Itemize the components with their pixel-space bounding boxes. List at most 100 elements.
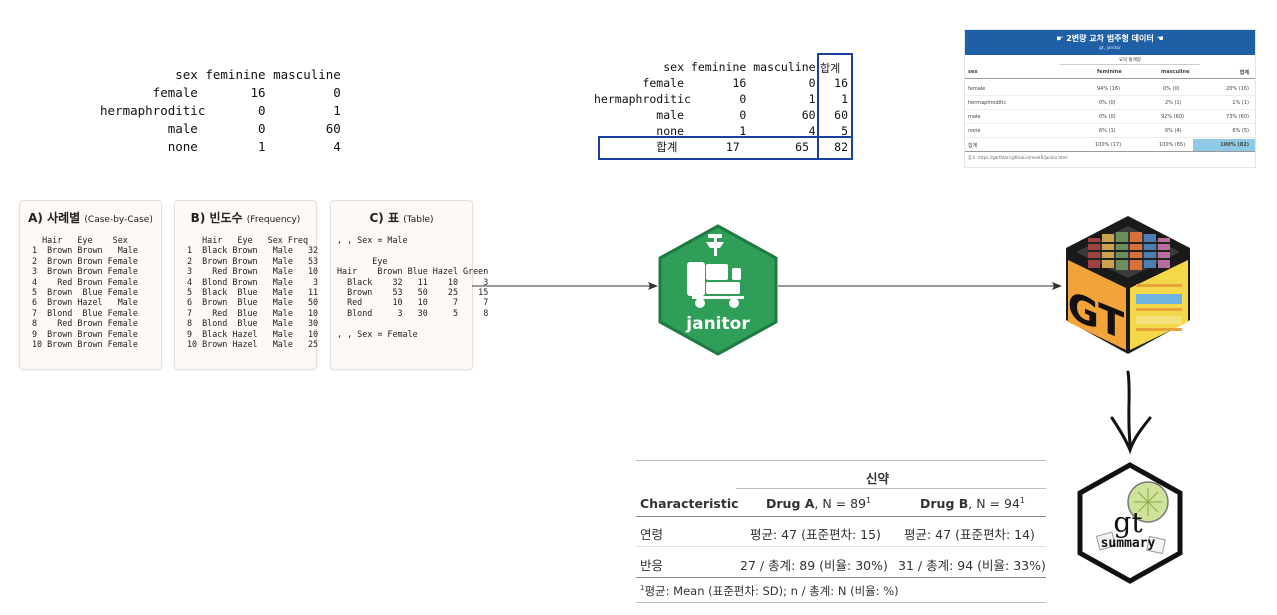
total-row: 합계 17 65 (594, 140, 810, 154)
gt-col: sex (968, 69, 978, 75)
card-body: Hair Eye Sex Freq 1 Black Brown Male 32 … (187, 235, 319, 350)
total-row-highlight (598, 136, 853, 160)
janitor-label: janitor (685, 314, 750, 334)
gt-cell: 73% (60) (1226, 114, 1249, 120)
spanner-label: 신약 (866, 471, 890, 486)
row-total: 1 (841, 92, 848, 106)
gt-cell: 94% (16) (1097, 86, 1120, 92)
gtsummary-label-bottom: summary (1101, 536, 1156, 551)
footnote-mark: 1 (1019, 496, 1025, 505)
col-characteristic: Characteristic (640, 496, 739, 511)
crosstab-row: none 1 4 (594, 124, 816, 138)
col-drug-b-name: Drug B (920, 496, 969, 512)
footnote-text: 평균: Mean (표준편차: SD); n / 총계: N (비율: %) (644, 584, 899, 598)
gt-cell: 0% (0) (1099, 114, 1116, 120)
card-subtitle: (Table) (403, 215, 434, 225)
col-drug-a: Drug A, N = 891 (766, 496, 871, 511)
row-value: 평균: 47 (표준편차: 14) (904, 527, 1035, 542)
gt-cell: male (968, 114, 981, 120)
gt-cell: 20% (16) (1226, 86, 1249, 92)
crosstab-row: female 16 0 (100, 85, 341, 100)
card-title-text: C) 표 (369, 211, 400, 225)
gt-cell: 0% (0) (1163, 86, 1180, 92)
gt-spanner: 요약 통계량 (1060, 57, 1200, 65)
ice-cube-icon (1095, 531, 1117, 551)
card-title: C) 표 (Table) (331, 209, 472, 226)
janitor-logo: janitor (658, 224, 778, 356)
row-label: 연령 (640, 527, 664, 542)
card-frequency: B) 빈도수 (Frequency) Hair Eye Sex Freq 1 B… (174, 200, 319, 370)
footnote-mark: 1 (640, 584, 645, 593)
col-drug-b: Drug B, N = 941 (920, 496, 1025, 511)
gt-cell: 100% (65) (1159, 142, 1186, 148)
gt-cell: 6% (5) (1232, 128, 1249, 134)
crosstab-row: male 0 60 (100, 121, 341, 136)
gt-cell: 6% (1) (1099, 128, 1116, 134)
gt-row: none 6% (1) 6% (4) 6% (5) (965, 125, 1255, 138)
col-drug-a-n: , N = 89 (814, 496, 867, 512)
crosstab-header: sex feminine masculine (594, 60, 816, 74)
gt-right-grid (1136, 284, 1182, 331)
gt-source-note: 참고: https://garthtarr.github.io/meatR/ja… (968, 155, 1068, 160)
card-title: B) 빈도수 (Frequency) (175, 209, 316, 226)
gt-cell: 0% (0) (1099, 100, 1116, 106)
gt-highlight-cell: 100% (82) (1193, 139, 1255, 151)
gt-title: ☛ 2변량 교차 범주형 데이터 ☚ (1056, 34, 1164, 43)
crosstab-row: hermaphroditic 0 1 (100, 103, 341, 118)
table-footnote: 1평균: Mean (표준편차: SD); n / 총계: N (비율: %) (640, 583, 899, 599)
gt-cell: 1% (1) (1232, 100, 1249, 106)
crosstab-row: none 1 4 (100, 139, 341, 154)
row-label: 반응 (640, 558, 664, 573)
gtsummary-logo: gt summary (1077, 462, 1183, 584)
gt-subtitle: gt, janitor (1099, 46, 1121, 51)
gt-output-preview: ☛ 2변량 교차 범주형 데이터 ☚ gt, janitor 요약 통계량 se… (964, 29, 1256, 168)
gt-cell: female (968, 86, 986, 92)
ice-cube-icon (1146, 535, 1166, 555)
total-column-header: 합계 (820, 62, 841, 75)
crosstab-row: male 0 60 (594, 108, 816, 122)
gt-col: 합계 (1239, 70, 1249, 76)
grand-total: 82 (834, 140, 848, 154)
gt-row: female 94% (16) 0% (0) 20% (16) (965, 83, 1255, 96)
gt-col: masculine (1161, 69, 1190, 75)
gt-cell: 92% (60) (1161, 114, 1184, 120)
card-case-by-case: A) 사례별 (Case-by-Case) Hair Eye Sex 1 Bro… (19, 200, 162, 370)
card-title-text: A) 사례별 (28, 211, 81, 225)
card-subtitle: (Case-by-Case) (84, 215, 153, 225)
crosstab-plain: sex feminine masculine female 16 0 herma… (100, 66, 341, 156)
crosstab-row: female 16 0 (594, 76, 816, 90)
arrowhead (648, 282, 658, 290)
row-value: 평균: 47 (표준편차: 15) (750, 527, 881, 542)
gt-cell: 6% (4) (1165, 128, 1182, 134)
crosstab-with-totals: sex feminine masculine 합계 female 16 0 he… (594, 59, 854, 157)
arrow-to-gtsummary (1126, 370, 1132, 446)
gt-cell: 2% (1) (1165, 100, 1182, 106)
gt-row: hermaphroditic 0% (0) 2% (1) 1% (1) (965, 97, 1255, 110)
gtsummary-label-top: gt (1113, 506, 1143, 539)
row-value: 27 / 총계: 89 (비율: 30%) (740, 558, 888, 573)
col-drug-a-name: Drug A (766, 496, 815, 512)
janitor-cart-icon (687, 234, 744, 308)
crosstab-row: sex feminine masculine (100, 67, 341, 82)
card-title: A) 사례별 (Case-by-Case) (20, 209, 161, 226)
gt-cell: hermaphroditic (968, 100, 1007, 106)
gt-header: ☛ 2변량 교차 범주형 데이터 ☚ gt, janitor (965, 30, 1255, 55)
card-body: Hair Eye Sex 1 Brown Brown Male 2 Brown … (32, 235, 138, 350)
card-body: , , Sex = Male Eye Hair Brown Blue Hazel… (337, 235, 489, 339)
gt-cell: 100% (82) (1220, 142, 1249, 148)
gt-top-grid (1088, 232, 1170, 270)
row-total: 5 (841, 124, 848, 138)
gt-total-row: 합계 100% (17) 100% (65) 100% (82) (965, 139, 1255, 152)
footnote-mark: 1 (866, 496, 872, 505)
card-table: C) 표 (Table) , , Sex = Male Eye Hair Bro… (330, 200, 488, 370)
card-subtitle: (Frequency) (246, 215, 301, 225)
row-total: 16 (834, 76, 848, 90)
gt-col: feminine (1097, 69, 1122, 75)
row-total: 60 (834, 108, 848, 122)
gt-cell: 100% (17) (1095, 142, 1122, 148)
row-value: 31 / 총계: 94 (비율: 33%) (898, 558, 1046, 573)
gt-column-header: sex feminine masculine 합계 (965, 66, 1255, 79)
gt-row: male 0% (0) 92% (60) 73% (60) (965, 111, 1255, 124)
card-title-text: B) 빈도수 (190, 211, 243, 225)
